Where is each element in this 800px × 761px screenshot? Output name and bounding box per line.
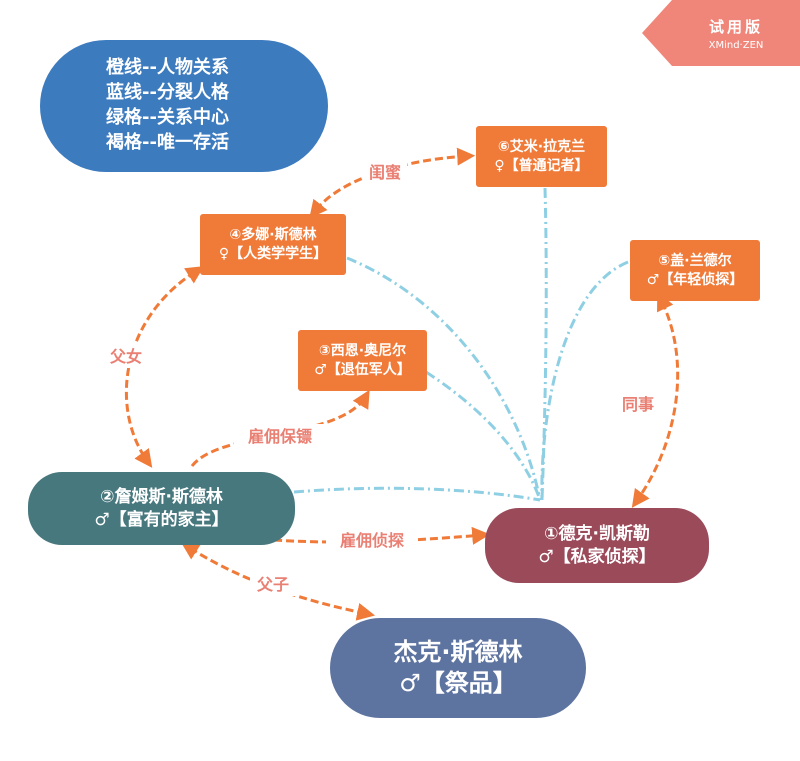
node-gai-name: ⑤盖·兰德尔 xyxy=(658,253,732,270)
node-donna-role: ♀【人类学学生】 xyxy=(218,245,328,262)
node-amy[interactable]: ⑥艾米·拉克兰 ♀【普通记者】 xyxy=(476,126,607,187)
node-dec[interactable]: ①德克·凯斯勒 ♂【私家侦探】 xyxy=(485,508,709,583)
persona-line-donna xyxy=(346,256,542,501)
node-xien[interactable]: ③西恩·奥尼尔 ♂【退伍军人】 xyxy=(298,330,427,391)
persona-line-james xyxy=(293,486,541,502)
relation-line-guimi xyxy=(309,147,476,219)
edge-label-funv: 父女 xyxy=(109,347,142,366)
node-gai[interactable]: ⑤盖·兰德尔 ♂【年轻侦探】 xyxy=(630,240,760,301)
relation-line-funv xyxy=(124,266,205,468)
node-james-role: ♂【富有的家主】 xyxy=(94,509,229,530)
node-amy-name: ⑥艾米·拉克兰 xyxy=(497,139,586,156)
node-james-name: ②詹姆斯·斯德林 xyxy=(100,487,223,508)
watermark-ribbon-icon xyxy=(642,0,800,66)
watermark-label: 试用版 xyxy=(708,18,763,36)
node-xien-role: ♂【退伍军人】 xyxy=(314,361,411,378)
legend-line-brown: 褐格--唯一存活 xyxy=(106,131,229,153)
edge-label-zhentan: 雇佣侦探 xyxy=(340,531,404,550)
edge-label-tongshi: 同事 xyxy=(622,395,654,414)
watermark-brand: XMind·ZEN xyxy=(708,40,764,51)
legend: 橙线--人物关系 蓝线--分裂人格 绿格--关系中心 褐格--唯一存活 xyxy=(40,40,328,172)
node-amy-role: ♀【普通记者】 xyxy=(494,157,589,174)
edge-label-fuzi: 父子 xyxy=(256,575,289,594)
persona-line-xien xyxy=(425,370,542,501)
node-xien-name: ③西恩·奥尼尔 xyxy=(318,343,407,360)
legend-line-orange: 橙线--人物关系 xyxy=(106,57,229,79)
node-jack[interactable]: 杰克·斯德林 ♂【祭品】 xyxy=(330,618,586,718)
edge-label-baobiao: 雇佣保镖 xyxy=(248,427,312,446)
node-donna-name: ④多娜·斯德林 xyxy=(229,227,317,244)
node-donna[interactable]: ④多娜·斯德林 ♀【人类学学生】 xyxy=(200,214,346,275)
node-james[interactable]: ②詹姆斯·斯德林 ♂【富有的家主】 xyxy=(28,472,295,545)
legend-line-green: 绿格--关系中心 xyxy=(106,107,229,128)
node-dec-name: ①德克·凯斯勒 xyxy=(544,524,650,545)
trial-watermark: 试用版 XMind·ZEN xyxy=(642,0,800,66)
node-jack-name: 杰克·斯德林 xyxy=(393,637,523,666)
node-gai-role: ♂【年轻侦探】 xyxy=(646,271,744,288)
persona-line-amy xyxy=(540,187,548,501)
node-jack-role: ♂【祭品】 xyxy=(399,669,517,697)
legend-line-blue: 蓝线--分裂人格 xyxy=(106,82,229,104)
relation-line-tongshi xyxy=(631,292,680,508)
edge-label-guimi: 闺蜜 xyxy=(369,163,401,182)
persona-line-gai xyxy=(540,260,629,501)
relation-line-baobiao xyxy=(190,389,370,467)
node-dec-role: ♂【私家侦探】 xyxy=(538,546,656,567)
